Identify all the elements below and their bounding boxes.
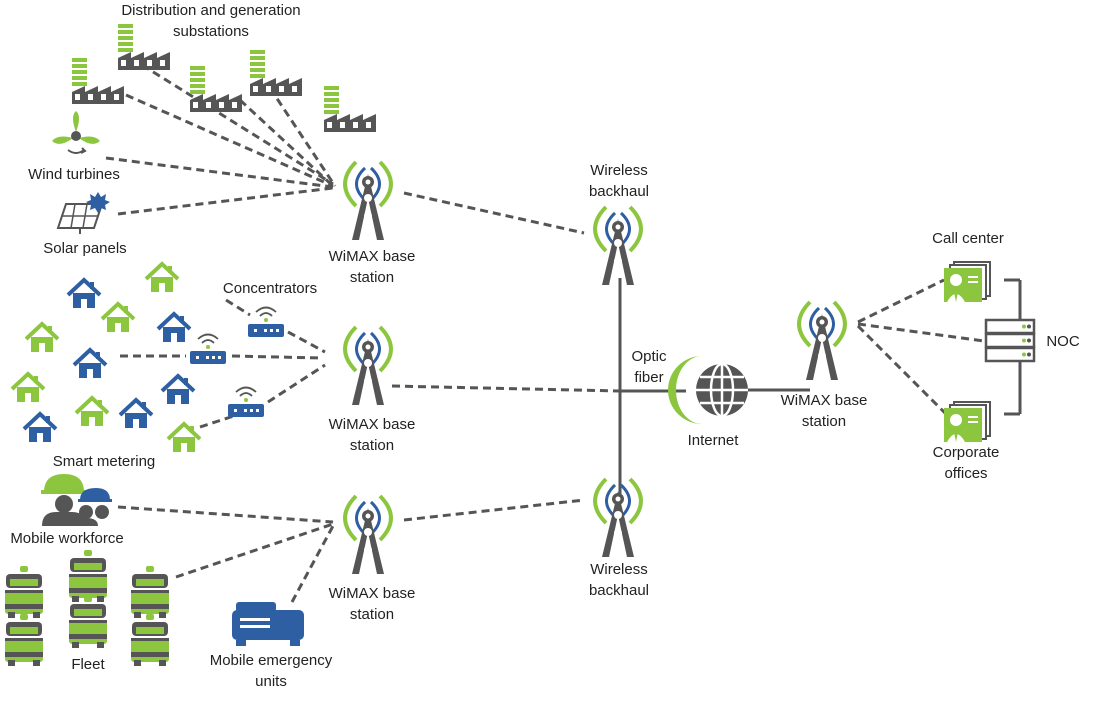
wimax-mid-label: WiMAX base station [328,416,416,454]
link-substation-1 [141,63,334,186]
truck-icon [69,596,107,648]
link-corporate [856,324,948,416]
dashed-links [105,63,985,603]
link-substation-2 [125,93,334,188]
radio-tower-icon [343,494,393,576]
call-center-label: Call center [932,230,1004,247]
house-icon [24,322,60,354]
radio-tower-icon [593,205,643,287]
radio-tower-icon [797,300,847,382]
mobile-workforce-label: Mobile workforce [10,530,124,547]
house-icon [10,372,46,404]
house-icon [144,262,180,294]
emergency-units-label: Mobile emergency units [209,652,333,690]
worker-icon [41,474,112,526]
factory-icon [324,86,376,132]
radio-tower-icon [343,160,393,242]
link-fleet [175,522,334,579]
router-icon [189,333,227,365]
link-concentrator-top [287,330,326,354]
wind-turbine-icon [52,111,100,154]
house-icon [74,396,110,428]
server-icon [984,318,1036,363]
van-icon [232,602,304,646]
house-icons [10,262,202,454]
distribution-label: Distribution and generation substations [121,2,301,40]
house-icon [22,412,58,444]
wind-turbines-label: Wind turbines [28,166,120,183]
house-icon [160,374,196,406]
concentrators-label: Concentrators [222,280,318,297]
link-concentrator-low [267,363,326,404]
internet-label: Internet [687,432,739,449]
optic-fiber-label: Optic fiber [631,348,667,386]
link-callcenter [857,278,945,324]
office-building-icon [943,401,991,443]
house-icon [72,348,108,380]
smart-metering-label: Smart metering [52,453,156,470]
house-icon [118,398,154,430]
link-concentrator-mid [231,354,323,360]
fleet-label: Fleet [71,656,105,673]
house-icon [100,302,136,334]
router-icon [227,386,265,418]
solar-panel-icon [56,192,110,234]
corporate-offices-label: Corporate offices [932,444,1000,482]
wimax-bottom-label: WiMAX base station [328,585,416,623]
truck-icon [5,566,43,618]
radio-tower-icon [593,477,643,559]
house-icon [166,422,202,454]
globe-icon [668,356,748,424]
radio-tower-icon [343,325,393,407]
fleet-icons [5,550,169,666]
link-workforce [117,505,334,524]
link-substation-4 [268,87,337,187]
noc-label: NOC [1046,333,1080,350]
backhaul-bottom-label: Wireless backhaul [588,561,650,599]
link-solar [117,186,334,216]
link-wimax-bottom-backhaul [403,498,585,522]
wimax-top-label: WiMAX base station [328,248,416,286]
truck-icon [131,614,169,666]
office-building-icon [943,261,991,303]
factory-icon [190,66,242,112]
link-houses-concentrator-top [225,298,251,317]
truck-icon [69,550,107,602]
link-emergency [290,525,335,603]
link-substation-3 [238,98,335,188]
factory-icon [72,58,124,104]
factory-icon [250,50,302,96]
link-wimax-mid-fiber [391,384,621,393]
truck-icon [131,566,169,618]
link-wimax-top-backhaul [403,191,585,235]
house-icon [156,312,192,344]
router-icon [247,306,285,338]
truck-icon [5,614,43,666]
house-icon [66,278,102,310]
solar-panels-label: Solar panels [43,240,127,257]
backhaul-top-label: Wireless backhaul [588,162,650,200]
link-noc [857,322,985,343]
wimax-right-label: WiMAX base station [780,392,868,430]
link-house-concentrator [199,412,241,429]
